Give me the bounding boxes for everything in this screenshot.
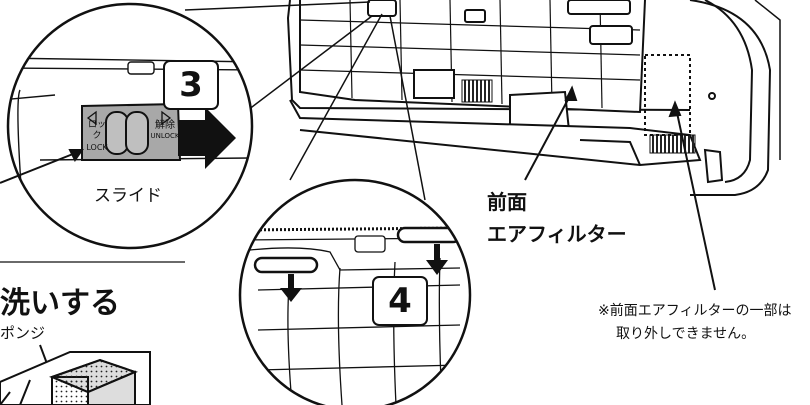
note-line1: ※前面エアフィルターの一部は <box>598 303 792 319</box>
lock-label-jp: ロック <box>87 120 106 141</box>
sponge-illustration <box>0 344 151 405</box>
sponge-label: ポンジ <box>0 324 46 342</box>
middle-callout-circle <box>238 178 472 405</box>
unlock-label-jp: 解除 <box>155 120 175 131</box>
filter-name-line1: 前面 <box>487 190 527 214</box>
air-conditioner-unit <box>286 0 781 196</box>
lock-detail-view <box>8 4 252 248</box>
wash-heading: 洗いする <box>0 286 120 321</box>
left-callout-circle <box>6 2 254 250</box>
filter-label-leaders <box>524 85 716 291</box>
lock-label: ロック LOCK <box>86 120 108 153</box>
lock-label-en: LOCK <box>86 143 108 152</box>
slide-label: スライド <box>94 186 162 206</box>
callout-leaders <box>184 1 426 201</box>
step-3-badge: 3 <box>163 60 219 110</box>
slide-arrow <box>178 107 236 169</box>
top-latches <box>367 0 633 45</box>
step-4-badge: 4 <box>372 276 428 326</box>
unlock-label: 解除 UNLOCK <box>147 120 183 142</box>
pull-down-arrows <box>280 244 448 302</box>
pointer-line-left <box>0 149 84 184</box>
filter-clip-detail-view <box>240 180 470 405</box>
unlock-label-en: UNLOCK <box>150 132 180 140</box>
filter-name-line2: エアフィルター <box>487 222 627 246</box>
note-line2: 取り外しできません。 <box>616 326 756 342</box>
